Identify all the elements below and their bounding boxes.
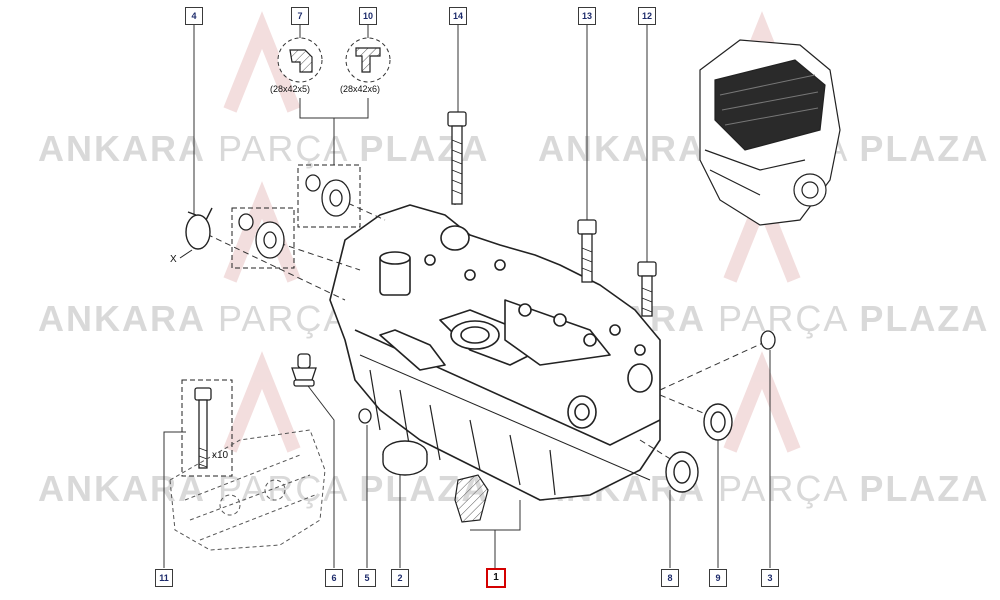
expansion-plug-2-icon [382,440,428,476]
cylinder-head-icon [329,204,661,501]
watermark: ANKARA PARÇA PLAZA [38,128,490,169]
callout-9[interactable]: 9 [709,569,727,587]
plug-5-icon [358,408,372,424]
callout-1[interactable]: 1 [486,568,506,588]
callout-4[interactable]: 4 [185,7,203,25]
bolt-13-icon [577,219,597,283]
seal-9-icon [703,403,733,441]
callout-8[interactable]: 8 [661,569,679,587]
gasket-1-icon [454,474,489,523]
callout-5[interactable]: 5 [358,569,376,587]
callout-6[interactable]: 6 [325,569,343,587]
camshaft-seal-set [231,164,361,269]
bolt-12-icon [637,261,657,317]
valve-seal-6-icon [291,353,317,387]
callout-13[interactable]: 13 [578,7,596,25]
callout-12[interactable]: 12 [638,7,656,25]
seal-8-icon [665,451,699,493]
callout-10[interactable]: 10 [359,7,377,25]
callout-7[interactable]: 7 [291,7,309,25]
svg-text:X: X [170,254,177,265]
bolt-14-icon [447,111,467,205]
engine-overview-icon [699,39,841,226]
plug-3-icon [760,330,776,350]
plug-4-icon: X [170,207,213,265]
callout-14[interactable]: 14 [449,7,467,25]
leader-lines [163,25,771,568]
callout-3[interactable]: 3 [761,569,779,587]
engine-block-ghost [169,429,326,551]
seal-7-size-label: (28x42x5) [270,84,311,94]
callout-11[interactable]: 11 [155,569,173,587]
head-bolt-11-icon [181,379,233,477]
bolt-quantity-label: x10 [212,450,229,461]
seal-10-detail [345,37,391,83]
seal-7-detail [277,37,323,83]
seal-10-size-label: (28x42x6) [340,84,381,94]
callout-2[interactable]: 2 [391,569,409,587]
